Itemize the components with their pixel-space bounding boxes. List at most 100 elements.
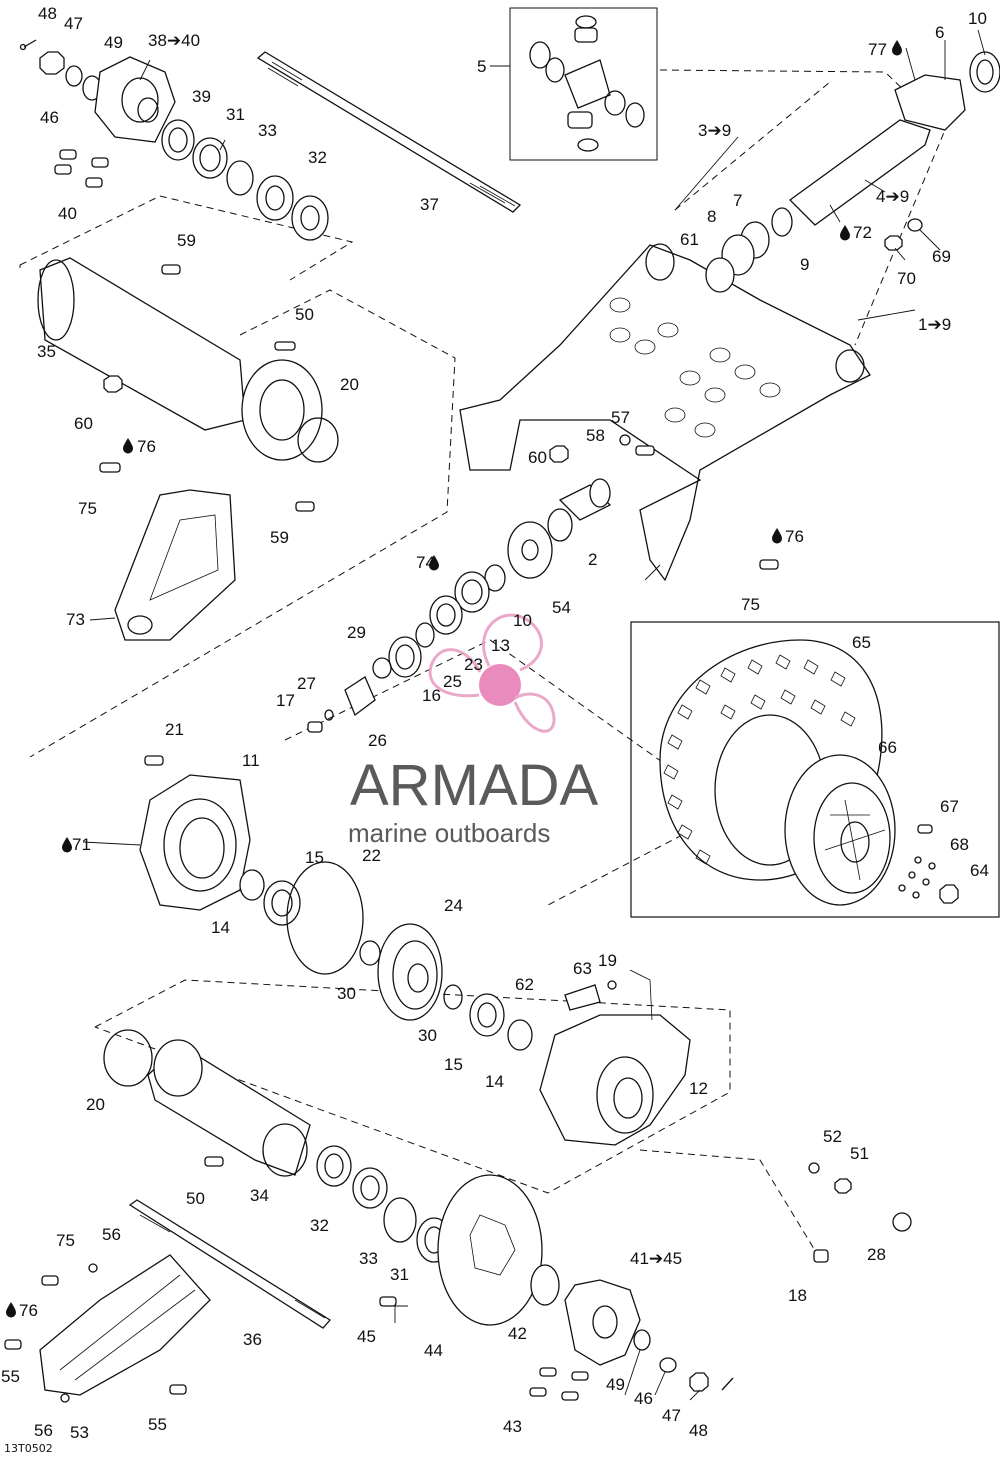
callout-21: 21 xyxy=(165,720,184,739)
callout-29: 29 xyxy=(347,623,366,642)
callout-32b: 32 xyxy=(310,1216,329,1235)
callout-36: 36 xyxy=(243,1330,262,1349)
callout-10: 10 xyxy=(968,9,987,28)
callout-72: 72 xyxy=(853,223,872,242)
bushing-2-washer-54 xyxy=(507,478,612,579)
callout-49b: 49 xyxy=(606,1375,625,1394)
callout-45: 45 xyxy=(357,1327,376,1346)
drive-shaft-assembly xyxy=(529,15,1000,293)
callout-30: 30 xyxy=(337,984,356,1003)
callout-73: 73 xyxy=(66,610,85,629)
callout-15b: 15 xyxy=(444,1055,463,1074)
ring-gear-24 xyxy=(377,923,533,1051)
callout-54: 54 xyxy=(552,598,571,617)
callout-14b: 14 xyxy=(485,1072,504,1091)
callout-46: 46 xyxy=(40,108,59,127)
callout-75c: 75 xyxy=(56,1231,75,1250)
callout-42: 42 xyxy=(508,1324,527,1343)
callout-9: 9 xyxy=(800,255,809,274)
callout-47: 47 xyxy=(64,14,83,33)
callout-62: 62 xyxy=(515,975,534,994)
axle-shaft-37 xyxy=(256,51,522,213)
callout-74: 74 xyxy=(416,553,435,572)
diagram-code: 13T0502 xyxy=(4,1442,53,1455)
callout-1-9: 1➔9 xyxy=(918,315,951,334)
callout-47b: 47 xyxy=(662,1406,681,1425)
callout-43: 43 xyxy=(503,1417,522,1436)
callout-56: 56 xyxy=(102,1225,121,1244)
callout-13: 13 xyxy=(491,636,510,655)
callout-51: 51 xyxy=(850,1144,869,1163)
callout-6: 6 xyxy=(935,23,944,42)
callout-41-45: 41➔45 xyxy=(630,1249,682,1268)
callout-76b: 76 xyxy=(785,527,804,546)
callout-26: 26 xyxy=(368,731,387,750)
callout-19: 19 xyxy=(598,951,617,970)
callout-27: 27 xyxy=(297,674,316,693)
skid-plate-53 xyxy=(4,1254,211,1403)
callout-75b: 75 xyxy=(741,595,760,614)
callout-76c: 76 xyxy=(19,1301,38,1320)
callout-31: 31 xyxy=(226,105,245,124)
callout-33: 33 xyxy=(258,121,277,140)
housing-11 xyxy=(139,755,381,975)
callout-63: 63 xyxy=(573,959,592,978)
callout-38-40: 38➔40 xyxy=(148,31,200,50)
callout-18: 18 xyxy=(788,1286,807,1305)
brake-disc-and-hub xyxy=(379,1162,912,1401)
callout-48b: 48 xyxy=(689,1421,708,1440)
wheel-tire-inset xyxy=(659,639,959,906)
callout-69: 69 xyxy=(932,247,951,266)
armada-watermark-logo xyxy=(428,613,556,733)
callout-24: 24 xyxy=(444,896,463,915)
callout-31b: 31 xyxy=(390,1265,409,1284)
callout-39: 39 xyxy=(192,87,211,106)
callout-70: 70 xyxy=(897,269,916,288)
callout-60: 60 xyxy=(74,414,93,433)
callout-16: 16 xyxy=(422,686,441,705)
callout-40: 40 xyxy=(58,204,77,223)
callout-4-9: 4➔9 xyxy=(876,187,909,206)
callout-2: 2 xyxy=(588,550,597,569)
callout-65: 65 xyxy=(852,633,871,652)
callout-44: 44 xyxy=(424,1341,443,1360)
callout-3-9: 3➔9 xyxy=(698,121,731,140)
callout-64: 64 xyxy=(970,861,989,880)
leader-lines xyxy=(82,29,986,1401)
callout-14: 14 xyxy=(211,918,230,937)
callout-7: 7 xyxy=(733,191,742,210)
callout-49: 49 xyxy=(104,33,123,52)
callout-61: 61 xyxy=(680,230,699,249)
callout-35: 35 xyxy=(37,342,56,361)
callout-75: 75 xyxy=(78,499,97,518)
callout-10b: 10 xyxy=(513,611,532,630)
callout-17: 17 xyxy=(276,691,295,710)
callout-60b: 60 xyxy=(528,448,547,467)
callout-20b: 20 xyxy=(86,1095,105,1114)
callout-37: 37 xyxy=(420,195,439,214)
callout-22: 22 xyxy=(362,846,381,865)
callout-50b: 50 xyxy=(186,1189,205,1208)
callout-59b: 59 xyxy=(270,528,289,547)
callout-12: 12 xyxy=(689,1079,708,1098)
callout-48: 48 xyxy=(38,4,57,23)
callout-59: 59 xyxy=(177,231,196,250)
callout-11: 11 xyxy=(242,751,260,770)
swing-arm-frame xyxy=(459,243,871,582)
callout-8: 8 xyxy=(707,207,716,226)
callout-71: 71 xyxy=(72,835,91,854)
callout-32: 32 xyxy=(308,148,327,167)
callout-28: 28 xyxy=(867,1245,886,1264)
callout-34: 34 xyxy=(250,1186,269,1205)
callout-20: 20 xyxy=(340,375,359,394)
callout-76: 76 xyxy=(137,437,156,456)
pinion-assembly xyxy=(307,564,506,733)
callout-23: 23 xyxy=(464,655,483,674)
callout-56b: 56 xyxy=(34,1421,53,1440)
callout-50: 50 xyxy=(295,305,314,324)
callout-30b: 30 xyxy=(418,1026,437,1045)
callout-46b: 46 xyxy=(634,1389,653,1408)
callout-67: 67 xyxy=(940,797,959,816)
callout-52: 52 xyxy=(823,1127,842,1146)
